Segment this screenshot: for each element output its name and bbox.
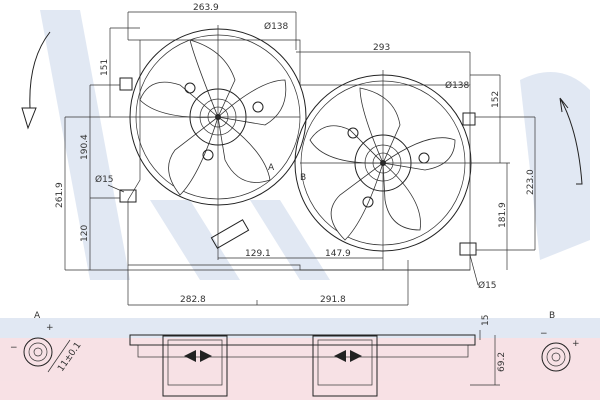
connector-b-label: B bbox=[549, 311, 555, 321]
connector-a-minus: − bbox=[10, 343, 18, 353]
connector-b-minus: − bbox=[540, 329, 548, 339]
fan-right: B bbox=[294, 70, 510, 270]
dim-190-4: 190.4 bbox=[80, 134, 90, 160]
dim-263-9: 263.9 bbox=[193, 3, 219, 13]
connector-b-plus: + bbox=[572, 339, 580, 349]
dim-293: 293 bbox=[373, 43, 390, 53]
shroud-frame bbox=[127, 39, 471, 271]
dimension-lines bbox=[64, 11, 536, 306]
fan-label-a: A bbox=[268, 163, 275, 173]
side-view bbox=[129, 330, 500, 397]
mount-tab-left-bottom bbox=[119, 189, 137, 203]
fan-left: A bbox=[65, 25, 307, 260]
dim-fan-left-diameter: Ø138 bbox=[264, 21, 289, 32]
dim-69-2: 69.2 bbox=[497, 352, 507, 372]
mount-tab-right-bottom bbox=[459, 242, 477, 256]
connector-a-label: A bbox=[34, 311, 41, 321]
dim-223-0: 223.0 bbox=[526, 169, 536, 195]
dim-147-9: 147.9 bbox=[325, 249, 351, 259]
dim-fan-right-diameter: Ø138 bbox=[445, 80, 470, 91]
connector-b: B + − bbox=[540, 311, 580, 372]
connector-a-plus: + bbox=[46, 323, 54, 333]
dim-15: 15 bbox=[481, 315, 491, 326]
dim-129-1: 129.1 bbox=[245, 249, 271, 259]
dim-291-8: 291.8 bbox=[320, 295, 346, 305]
dim-181-9: 181.9 bbox=[498, 202, 508, 228]
mount-tab-left-top bbox=[119, 77, 133, 91]
rotation-arrow-right-icon bbox=[559, 97, 583, 185]
dim-120: 120 bbox=[80, 225, 90, 242]
dim-152: 152 bbox=[491, 91, 501, 108]
fan-label-b: B bbox=[300, 173, 306, 183]
dim-261-9: 261.9 bbox=[55, 182, 65, 208]
dim-151: 151 bbox=[100, 59, 110, 76]
rotation-arrow-left-icon bbox=[21, 31, 51, 130]
dim-right-hole: Ø15 bbox=[478, 280, 497, 291]
watermark bbox=[0, 10, 600, 400]
dim-left-hole: Ø15 bbox=[95, 174, 114, 185]
dim-282-8: 282.8 bbox=[180, 295, 206, 305]
mount-tab-right-top bbox=[462, 112, 476, 126]
